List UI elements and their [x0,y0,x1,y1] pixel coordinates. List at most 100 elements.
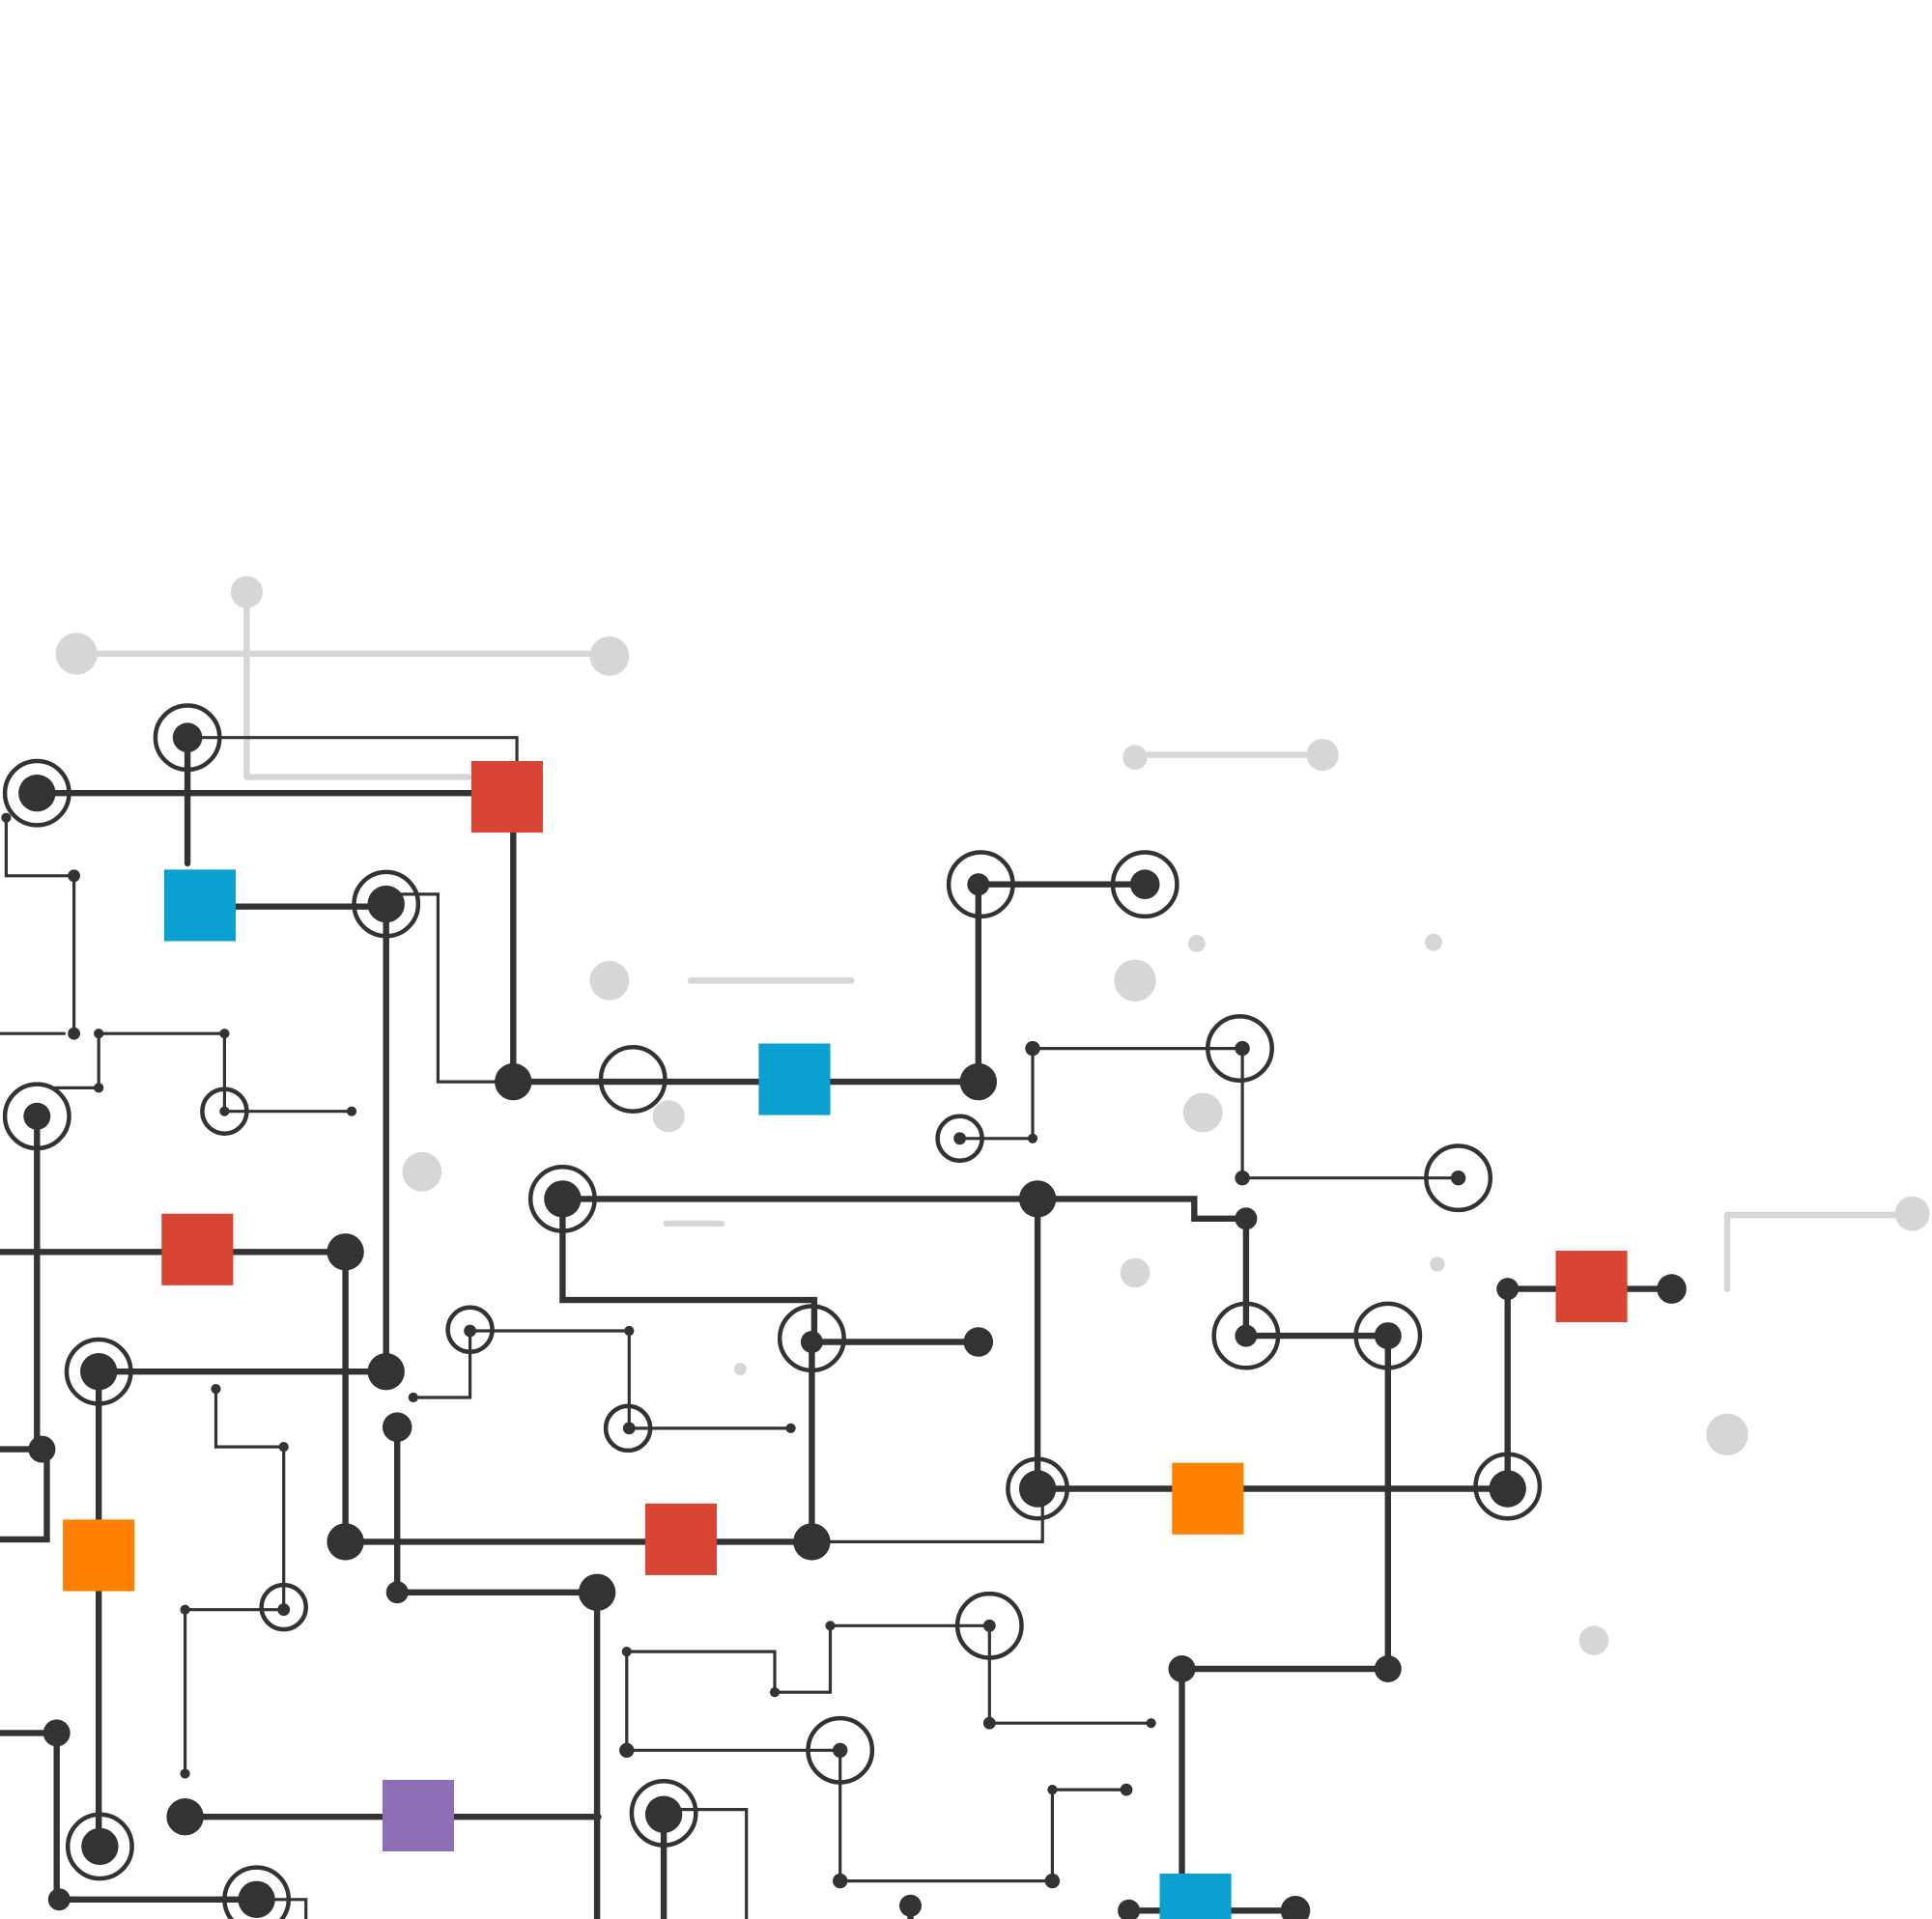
junction-dot [578,1573,616,1612]
junction-dot [367,885,405,923]
trace [0,1446,50,1543]
junction-dot [833,1873,848,1889]
ghost-dot [230,576,263,608]
junction-dot [23,1102,51,1130]
ring-node [946,850,1015,919]
ring-node [1353,1301,1423,1370]
ghost-dot [1187,935,1206,952]
ring-node [777,1304,846,1373]
junction-dot [1496,1278,1520,1301]
junction-dot [68,869,80,883]
trace [1034,1196,1250,1223]
junction-dot [1489,1470,1526,1508]
ring-node [1110,850,1179,919]
junction-dot [68,1027,80,1040]
ghost-dot [55,633,98,675]
junction-dot [1118,1899,1141,1919]
junction-dot [1129,869,1160,899]
ghost-dot [1894,1196,1930,1231]
ring-node [222,1865,292,1919]
junction-dot [619,1742,635,1759]
orange-chip [1172,1462,1244,1535]
junction-dot [1025,1040,1040,1057]
junction-dot [211,1384,221,1395]
junction-dot [1235,1207,1258,1230]
junction-dot [982,1619,996,1632]
blue-chip [1159,1874,1232,1919]
junction-dot [963,1327,994,1357]
trace [213,1387,286,1612]
junction-dot [382,1412,412,1442]
ghost-dot [402,1151,442,1192]
junction-dot [172,722,203,752]
ghost-dot [1425,933,1442,951]
trace [662,1807,749,1919]
junction-dot [18,775,56,812]
junction-dot [644,1795,683,1833]
ghost-dot [589,960,630,1001]
junction-dot [94,1029,104,1039]
ring-node [954,1591,1024,1660]
junction-dot [953,1132,966,1145]
orange-chip [63,1519,135,1592]
ghost-dot [1306,739,1339,772]
junction-dot [385,1581,409,1604]
junction-dot [1018,1470,1057,1508]
junction-dot [785,1423,796,1433]
ring-node [1473,1452,1543,1521]
junction-dot [1657,1274,1687,1304]
purple-chip [382,1779,454,1851]
junction-dot [621,1647,632,1657]
junction-dot [327,1523,364,1561]
ring-node [200,1086,249,1136]
trace [987,1623,1153,1725]
red-chip [644,1503,717,1575]
junction-dot [180,1768,190,1779]
ghost-dot [1182,1092,1223,1133]
junction-dot [1450,1171,1466,1186]
trace [625,1623,991,1694]
junction-dot [327,1233,364,1271]
ring-node [64,1337,133,1406]
junction-dot [1235,1040,1250,1057]
ring-node [1206,1014,1274,1084]
junction-dot [367,1353,405,1391]
junction-dot [959,1062,997,1101]
ring-node [629,1778,698,1848]
junction-dot [1146,1718,1156,1729]
trace [0,1249,349,1545]
ring-node [527,1164,597,1233]
trace [559,1196,818,1345]
junction-dot [464,1324,476,1338]
junction-dot [1,812,12,823]
ring-node [153,703,222,773]
ring-node [259,1582,308,1632]
junction-dot [544,1180,582,1218]
ghost-dot [652,1100,685,1133]
junction-dot [982,1716,996,1730]
junction-dot [967,873,990,896]
junction-dot [166,1798,204,1836]
junction-dot [1280,1896,1311,1919]
chip-layer [63,761,1628,1919]
ring-node [598,1045,668,1114]
red-chip [161,1213,234,1285]
junction-dot [1047,1785,1058,1795]
ring-node [935,1114,984,1164]
ghost-dot [1706,1413,1748,1456]
trace [1242,1215,1392,1340]
blue-chip [163,869,236,942]
ring-node [65,1812,134,1881]
junction-dot [1374,1655,1402,1682]
junction-dot [1235,1324,1258,1347]
junction-dot [238,1880,275,1919]
ring-node [603,1403,653,1453]
ghost-dot [1430,1256,1445,1272]
ghost-dot [1122,745,1148,770]
trace [510,790,981,1086]
blue-chip [758,1043,831,1115]
ring-node [1006,1456,1070,1521]
trace [469,1329,793,1430]
junction-dot [94,1083,104,1093]
trace [625,1650,842,1752]
